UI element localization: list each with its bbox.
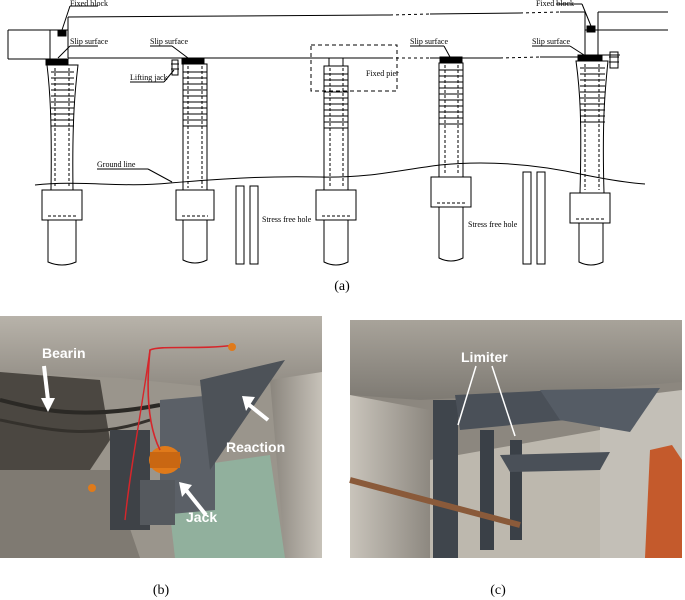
photo-c-pointers [457,365,516,437]
caption-b: (b) [153,583,170,598]
photo-c: Limiter [349,320,682,558]
label-lifting-jack: Lifting jack [130,73,168,82]
label-jack: Jack [186,509,217,525]
schematic-labels: Fixed block Fixed block Slip surface Sli… [70,0,574,294]
pier-4 [430,56,472,262]
schematic-panel [7,3,668,266]
pier-2-hatch [183,71,207,127]
label-limiter: Limiter [461,349,508,365]
label-bearing: Bearin [42,345,86,361]
label-stress-free-hole-1: Stress free hole [262,215,312,224]
stress-free-holes-1 [235,185,259,265]
pier-5-hatch [580,67,605,123]
leader-lines [57,3,592,183]
label-reaction: Reaction [226,439,285,455]
label-stress-free-hole-2: Stress free hole [468,220,518,229]
label-slip-surface-1: Slip surface [70,37,108,46]
photo-b-arrows [41,365,270,517]
pier-1 [41,58,83,266]
label-fixed-pier: Fixed pier [366,69,399,78]
pier-1-hatch [51,71,74,127]
label-ground-line: Ground line [97,160,136,169]
pier-2 [171,57,215,264]
bridge-deck [7,11,668,60]
ground-line [34,162,646,186]
pier-3-hatch [324,73,348,129]
caption-a: (a) [334,279,350,294]
label-slip-surface-2: Slip surface [150,37,188,46]
label-slip-surface-4: Slip surface [532,37,570,46]
stress-free-holes-2 [522,171,546,265]
pier-4-hatch [439,69,463,125]
pier-5 [569,51,619,266]
caption-c: (c) [490,583,506,598]
photo-b: Bearin Reaction Jack [0,316,322,558]
pier-3 [310,44,398,266]
label-fixed-block-right: Fixed block [536,0,574,8]
label-fixed-block-left: Fixed block [70,0,108,8]
label-slip-surface-3: Slip surface [410,37,448,46]
